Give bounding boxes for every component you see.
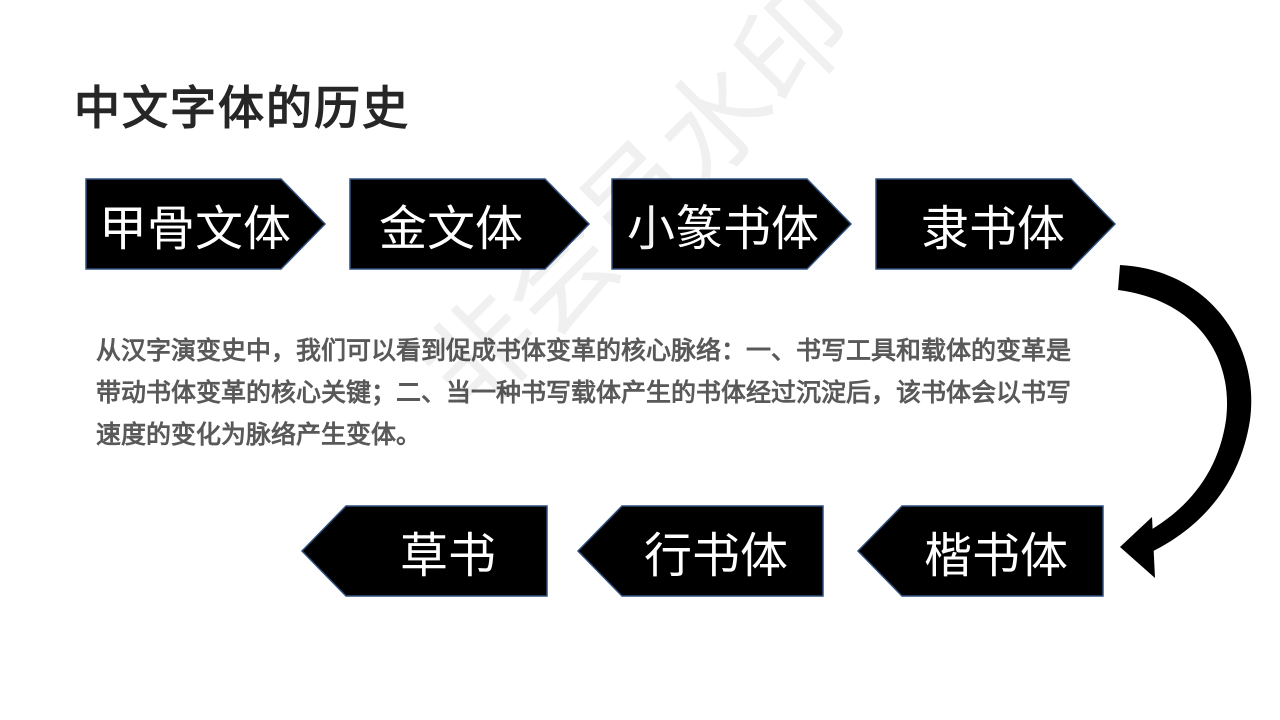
chevron-bronze: 金文体 xyxy=(349,178,591,270)
pentagon-left-shape xyxy=(856,505,1104,597)
chevron-clerical: 隶书体 xyxy=(875,178,1117,270)
slide-title: 中文字体的历史 xyxy=(74,81,410,135)
chevron-label: 行书体 xyxy=(644,528,789,584)
pentagon-left-shape xyxy=(576,505,824,597)
pentagon-left-shape xyxy=(300,505,548,597)
pentagon-right-shape xyxy=(85,178,327,270)
chevron-label: 金文体 xyxy=(379,201,524,257)
pentagon-right-shape xyxy=(611,178,853,270)
chevron-label: 甲骨文体 xyxy=(99,201,292,257)
pentagon-right-shape xyxy=(349,178,591,270)
chevron-label: 小篆书体 xyxy=(627,201,820,257)
body-paragraph: 从汉字演变史中，我们可以看到促成书体变革的核心脉络：一、书写工具和载体的变革是带… xyxy=(96,336,1072,449)
chevron-oracle-bone: 甲骨文体 xyxy=(85,178,327,270)
pentagon-right-shape xyxy=(875,178,1117,270)
chevron-small-seal: 小篆书体 xyxy=(611,178,853,270)
chevron-label: 隶书体 xyxy=(921,201,1066,257)
chevron-regular: 楷书体 xyxy=(856,505,1104,597)
chevron-label: 草书 xyxy=(400,528,497,584)
curved-arrow-icon xyxy=(1100,255,1270,599)
chevron-running: 行书体 xyxy=(576,505,824,597)
chevron-cursive: 草书 xyxy=(300,505,548,597)
chevron-label: 楷书体 xyxy=(924,528,1069,584)
